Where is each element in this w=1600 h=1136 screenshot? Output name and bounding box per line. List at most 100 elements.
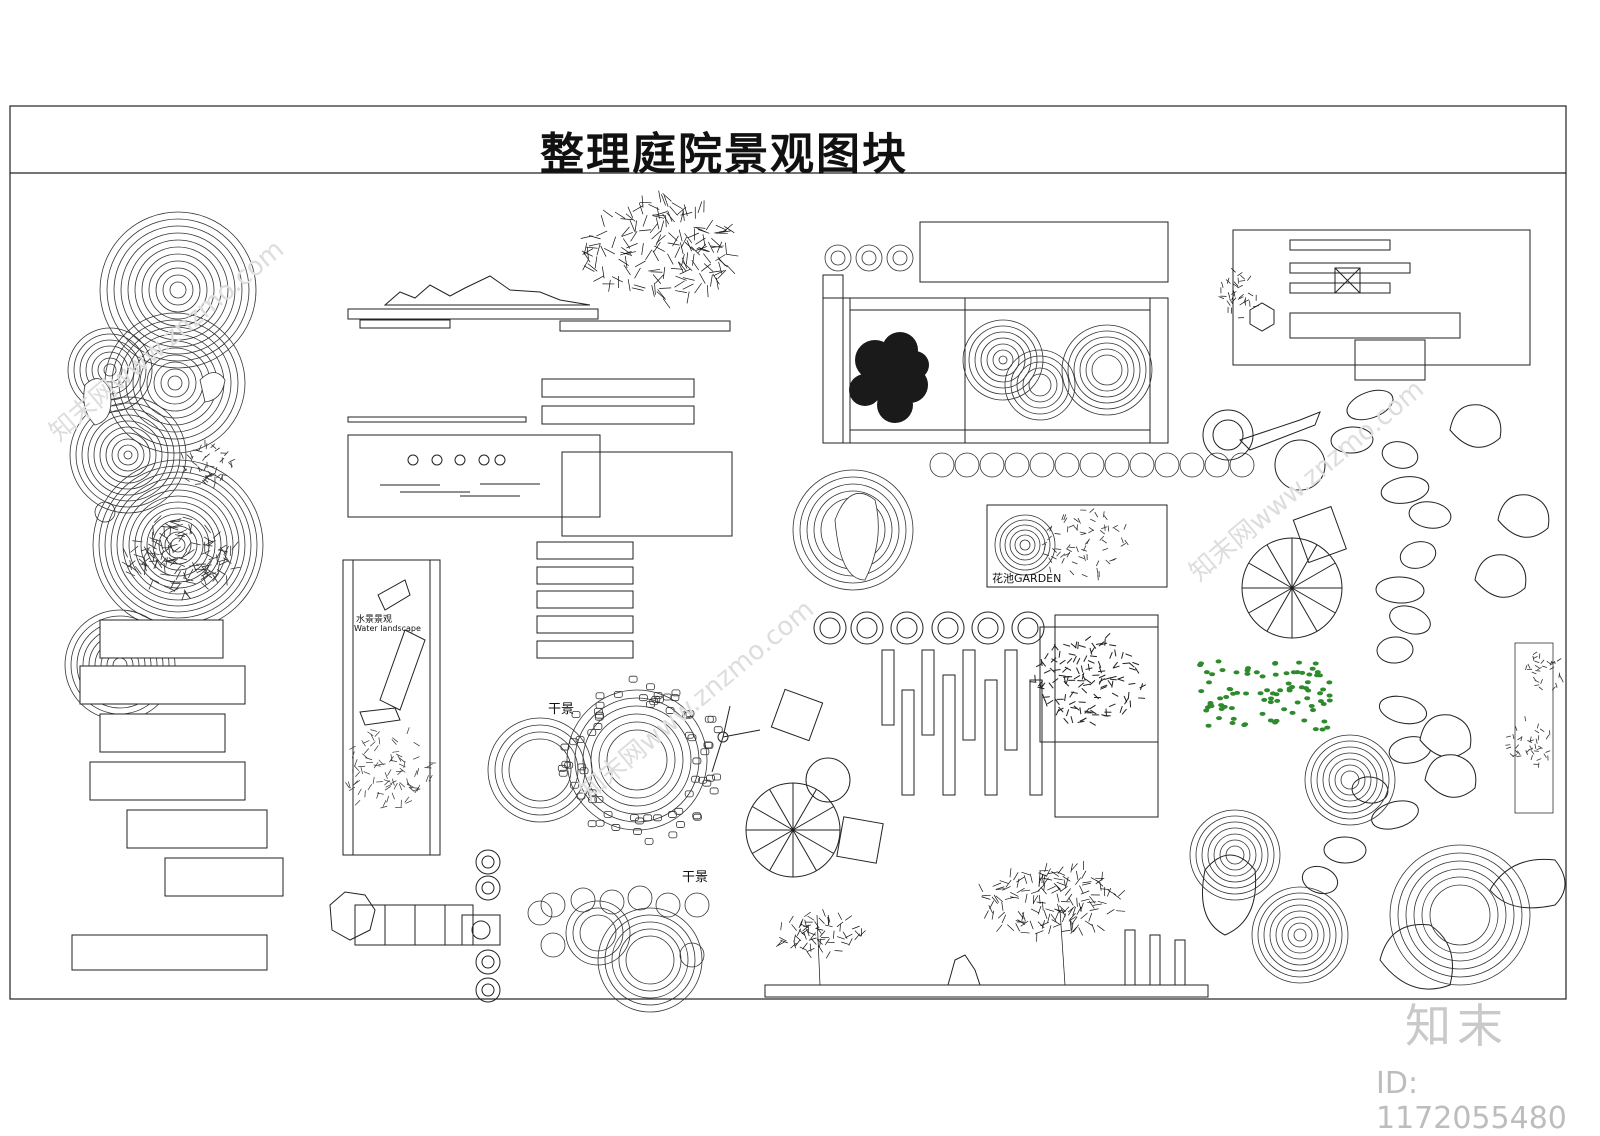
foliage-stroke <box>380 806 387 808</box>
foliage-stroke <box>661 220 664 232</box>
foliage-stroke <box>197 450 203 452</box>
rock <box>200 373 225 403</box>
foliage-stroke <box>1060 886 1067 891</box>
foliage-stroke <box>1135 668 1139 674</box>
foliage-stroke <box>1537 724 1538 729</box>
foliage-stroke <box>589 243 601 246</box>
foliage-stroke <box>1221 282 1223 288</box>
foliage-stroke <box>1080 707 1081 714</box>
foliage-stroke <box>1099 678 1102 684</box>
foliage-stroke <box>1081 666 1082 673</box>
ring <box>1011 356 1069 414</box>
foliage-stroke <box>666 215 667 227</box>
ring <box>171 538 185 552</box>
pebble <box>646 684 654 690</box>
foliage-stroke <box>1074 675 1080 678</box>
leaf <box>1320 687 1326 691</box>
foliage-stroke <box>1091 647 1095 653</box>
leaf <box>1274 699 1280 703</box>
ring <box>1015 535 1035 555</box>
foliage-stroke <box>642 243 644 255</box>
foliage-stroke <box>176 571 181 580</box>
pillar-shaft <box>963 650 975 740</box>
dark-foliage <box>901 351 929 379</box>
leaf <box>1290 711 1296 715</box>
garden-label: 花池GARDEN <box>992 570 1061 586</box>
ring <box>1029 374 1051 396</box>
birdbath-inner <box>1213 420 1243 450</box>
stepping-stone <box>1351 775 1390 805</box>
foliage-stroke <box>364 749 369 754</box>
umbrella-rib <box>793 830 834 854</box>
pillar-cap <box>891 612 923 644</box>
foliage-stroke <box>1062 558 1065 563</box>
ring <box>118 445 138 465</box>
foliage-stroke <box>1057 552 1061 557</box>
leaf <box>1327 699 1333 703</box>
ring <box>1074 337 1140 403</box>
planter <box>1515 643 1553 813</box>
foliage-stroke <box>1122 709 1126 714</box>
foliage-stroke <box>1132 662 1139 664</box>
foliage-stroke <box>1060 554 1065 558</box>
ring <box>1288 923 1312 947</box>
foliage-stroke <box>635 261 645 267</box>
foliage-stroke <box>1537 759 1542 761</box>
ring <box>1005 525 1045 565</box>
foliage-stroke <box>1043 697 1050 698</box>
leaf <box>1295 700 1301 704</box>
pebble <box>669 832 677 838</box>
ring <box>580 915 616 951</box>
foliage-stroke <box>1082 574 1088 576</box>
ring <box>1294 929 1306 941</box>
foliage-stroke <box>1067 658 1072 663</box>
foliage-stroke <box>650 272 662 273</box>
stepping-disk <box>1055 453 1079 477</box>
ring <box>1010 530 1040 560</box>
foliage-stroke <box>699 273 705 283</box>
rock-cluster <box>1498 495 1549 538</box>
foliage-stroke <box>1064 879 1066 888</box>
foliage-stroke <box>1124 524 1126 530</box>
foliage-stroke <box>1116 911 1125 912</box>
ring <box>981 338 1025 382</box>
foliage-stroke <box>1098 671 1105 672</box>
foliage-stroke <box>675 247 680 258</box>
foliage-stroke <box>612 237 616 248</box>
foliage-stroke <box>833 931 834 939</box>
foliage-stroke <box>1121 537 1123 543</box>
leaf <box>1268 700 1274 704</box>
rockery-strip <box>348 276 730 422</box>
foliage-stroke <box>1062 913 1065 921</box>
foliage-stroke <box>804 912 810 917</box>
foliage-stroke <box>1085 921 1093 926</box>
ring <box>1282 917 1318 953</box>
leaf <box>1313 727 1319 731</box>
foliage-stroke <box>353 781 358 786</box>
foliage-stroke <box>373 777 374 784</box>
stacked-bars <box>537 379 694 658</box>
foliage-stroke <box>1005 897 1014 899</box>
foliage-stroke <box>1115 649 1116 656</box>
leaf <box>1233 670 1239 674</box>
foliage-stroke <box>609 280 611 292</box>
foliage-stroke <box>1247 276 1251 281</box>
leaf <box>1245 666 1251 670</box>
pebble <box>693 814 701 820</box>
foliage-stroke <box>658 289 666 298</box>
leaf <box>1326 680 1332 684</box>
foliage-stroke <box>188 569 193 578</box>
foliage-stroke <box>1535 671 1540 672</box>
foliage-stroke <box>208 466 214 467</box>
foliage-stroke <box>581 236 593 239</box>
foliage-stroke <box>1237 272 1242 275</box>
foliage-stroke <box>979 884 983 892</box>
foliage-stroke <box>1095 512 1098 517</box>
foliage-stroke <box>656 212 668 215</box>
foliage-stroke <box>683 284 694 289</box>
stepping-disk <box>685 893 709 917</box>
foliage-stroke <box>1045 653 1049 659</box>
leaf <box>1321 719 1327 723</box>
foliage-stroke <box>1538 735 1539 740</box>
foliage-stroke <box>1100 530 1105 534</box>
